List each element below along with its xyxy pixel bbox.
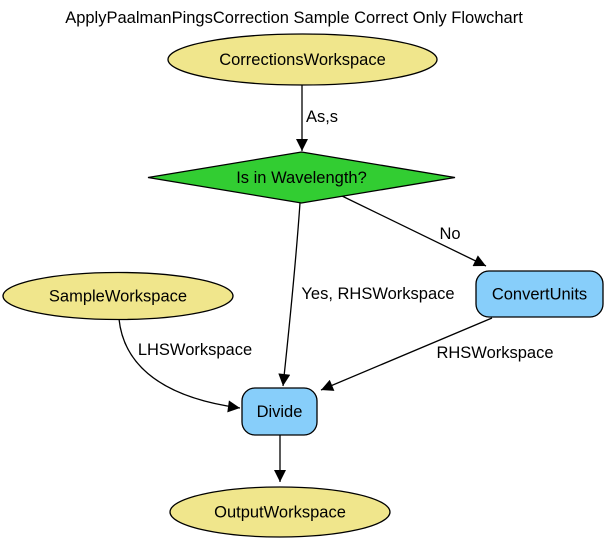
is-in-wavelength-diamond xyxy=(147,151,456,204)
node-convert-units: ConvertUnits xyxy=(475,270,604,318)
node-group: CorrectionsWorkspace Is in Wavelength? C… xyxy=(2,33,604,538)
edge-decision-to-convert-units xyxy=(341,195,487,267)
edge-label-as-s: As,s xyxy=(306,108,338,126)
divide-label: Divide xyxy=(257,403,303,421)
edge-decision-to-divide xyxy=(278,202,301,387)
output-workspace-label: OutputWorkspace xyxy=(214,504,346,522)
edge-label-rhsworkspace: RHSWorkspace xyxy=(436,344,553,362)
divide-rect xyxy=(241,387,318,436)
corrections-workspace-label: CorrectionsWorkspace xyxy=(219,51,386,69)
corrections-workspace-ellipse xyxy=(167,33,438,86)
node-output-workspace: OutputWorkspace xyxy=(169,486,391,538)
node-is-in-wavelength: Is in Wavelength? xyxy=(147,151,456,204)
edge-sample-to-divide xyxy=(118,318,241,413)
edge-group: As,s No Yes, RHSWorkspace LHSWorkspace R… xyxy=(118,85,554,482)
is-in-wavelength-label: Is in Wavelength? xyxy=(236,169,367,187)
sample-workspace-ellipse xyxy=(2,271,234,321)
edge-label-lhsworkspace: LHSWorkspace xyxy=(138,341,252,359)
edge-label-no: No xyxy=(439,225,460,243)
node-divide: Divide xyxy=(241,387,318,436)
output-workspace-ellipse xyxy=(169,486,391,538)
sample-workspace-label: SampleWorkspace xyxy=(49,288,187,306)
node-sample-workspace: SampleWorkspace xyxy=(2,271,234,321)
edge-label-yes-rhsworkspace: Yes, RHSWorkspace xyxy=(301,285,454,303)
flowchart-title: ApplyPaalmanPingsCorrection Sample Corre… xyxy=(65,9,523,27)
convert-units-rect xyxy=(475,270,604,318)
convert-units-label: ConvertUnits xyxy=(492,286,587,304)
edge-convert-units-to-divide xyxy=(320,317,493,391)
node-corrections-workspace: CorrectionsWorkspace xyxy=(167,33,438,86)
